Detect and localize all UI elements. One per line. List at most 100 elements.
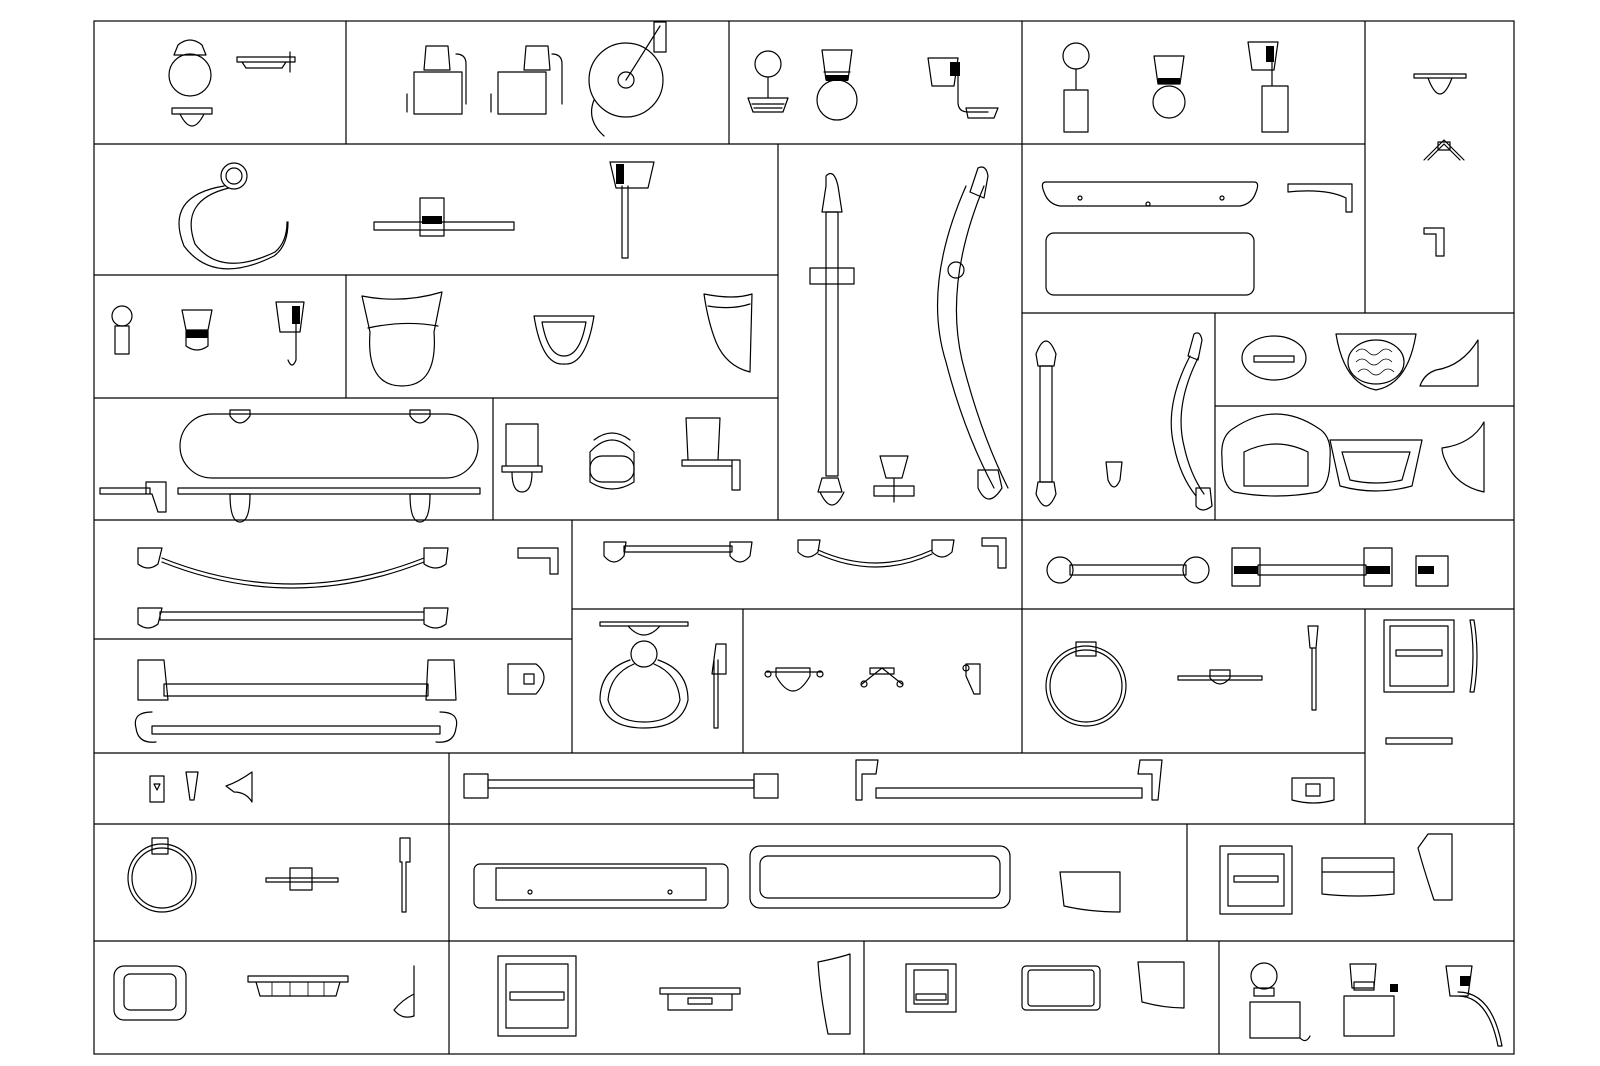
tumbler-side-small-icon (681, 417, 741, 491)
towel-bar-large-icon (137, 659, 457, 701)
holder-bottom-icon (1385, 737, 1453, 745)
slide-bar-icon (825, 211, 839, 477)
recessed-paper-holder-3-icon (905, 963, 957, 1013)
panel-32-fixtures (1249, 962, 1503, 1047)
soap-holder-ring-icon (754, 50, 782, 78)
grab-bar-top-icon (1035, 340, 1057, 367)
towel-ring-mount-icon (220, 162, 248, 190)
hook-side-3-icon (225, 771, 253, 803)
soap-basket-round-icon (1221, 413, 1331, 497)
bar-holder-icon (265, 867, 339, 891)
round-end-right-icon (1182, 556, 1210, 584)
panel-12-fixtures (501, 417, 741, 493)
towel-ring-icon (1045, 645, 1127, 727)
tray-icon (1321, 857, 1395, 897)
soap-dish-oval-icon (1241, 335, 1307, 381)
twin-hook-icon (765, 667, 823, 692)
hand-shower-holder-icon (873, 455, 915, 503)
panel-27-fixtures (473, 845, 1121, 913)
bracket-side-icon (517, 547, 559, 575)
small-basket-icon (533, 315, 595, 365)
wall-knob-icon (111, 305, 133, 327)
towel-bar-side-icon (609, 161, 655, 259)
panel-24-fixtures (149, 771, 253, 803)
small-hook-icon (171, 107, 213, 127)
panel-17-fixtures (603, 537, 1007, 569)
paper-holder-box-2-icon (497, 71, 547, 115)
shelf-tray-icon (749, 845, 1011, 909)
large-basket-icon (361, 291, 443, 387)
towel-ring-plate-icon (127, 843, 197, 913)
straight-towel-bar-icon (137, 607, 449, 629)
towel-ring-round-icon (599, 659, 689, 729)
curved-grab-bar-small-icon (1170, 355, 1205, 497)
panel-21-fixtures (764, 663, 981, 695)
panel-04-fixtures (1062, 41, 1289, 133)
soap-dish-side-icon (236, 51, 296, 73)
ring-plate-icon (151, 837, 169, 855)
holder-side-icon (1469, 619, 1478, 693)
recessed-holder-icon (1383, 619, 1455, 693)
soap-dish-side-wide-icon (1419, 339, 1479, 387)
soap-dish-grid-icon (1335, 333, 1417, 391)
basket-side-icon (703, 293, 753, 373)
panel-06-fixtures (178, 161, 655, 270)
small-plate-icon (149, 775, 165, 803)
hook-side-icon (1423, 227, 1445, 257)
panel-08-fixtures (1041, 181, 1353, 296)
glass-shelf-top-icon (1041, 181, 1259, 207)
tumbler-ring-icon (1062, 42, 1090, 70)
curved-grab-bar-icon (936, 185, 1009, 489)
paper-holder-ring-icon (1250, 962, 1278, 990)
tray-side-icon (1417, 833, 1453, 901)
towel-ring-mount-2-icon (1075, 641, 1097, 657)
panel-03-fixtures (747, 49, 999, 121)
panel-grid (93, 20, 1515, 1055)
slide-bar-top-icon (821, 173, 843, 213)
robe-hook-cap-icon (173, 39, 207, 56)
hook-with-bar-icon (275, 301, 305, 366)
square-end-right-icon (753, 773, 779, 799)
oval-glass-shelf-icon (179, 413, 479, 479)
tumbler-side-icon (1247, 41, 1289, 133)
bar-side-2-icon (399, 837, 411, 913)
panel-05-fixtures (1413, 73, 1467, 257)
short-towel-bar-icon (373, 221, 515, 231)
hook-side-small-icon (965, 663, 981, 695)
towel-ring-top-icon (599, 621, 689, 636)
tray-side-3-icon (1137, 961, 1185, 1009)
round-end-left-icon (1046, 556, 1074, 584)
panel-16-fixtures (137, 547, 559, 629)
shelf-front-large-icon (473, 863, 729, 909)
tray-2-icon (1021, 965, 1101, 1011)
shelf-side-large-icon (1059, 871, 1121, 913)
panel-29-fixtures (113, 965, 415, 1021)
recessed-paper-holder-2-icon (497, 955, 577, 1037)
bracket-side-2-icon (981, 537, 1007, 569)
towel-bar-short-icon (603, 541, 753, 563)
panel-02-fixtures (406, 21, 667, 137)
small-hook-2-icon (185, 771, 199, 801)
paper-roll-icon (588, 42, 664, 118)
bar-side-small-icon (1307, 625, 1319, 711)
panel-30-fixtures (497, 953, 851, 1037)
panel-20-fixtures (599, 621, 727, 729)
outer-frame (93, 20, 1515, 1055)
panel-15-fixtures (1221, 413, 1485, 497)
robe-hook-top-icon (1413, 73, 1467, 95)
panel-14-fixtures (1241, 333, 1479, 391)
shelf-side-small-icon (99, 481, 167, 513)
ring-side-icon (711, 643, 727, 729)
end-cap-icon (1415, 555, 1449, 587)
panel-11-fixtures (99, 409, 481, 523)
curved-towel-bar-icon (161, 557, 425, 589)
panel-19-fixtures (134, 659, 545, 743)
tumbler-icon (501, 423, 543, 493)
panel-31-fixtures (905, 961, 1185, 1013)
panel-01-fixtures (168, 39, 296, 127)
panel-18-fixtures (1046, 547, 1449, 587)
ring-holder-icon (589, 432, 635, 490)
panel-09-fixtures (111, 301, 305, 366)
